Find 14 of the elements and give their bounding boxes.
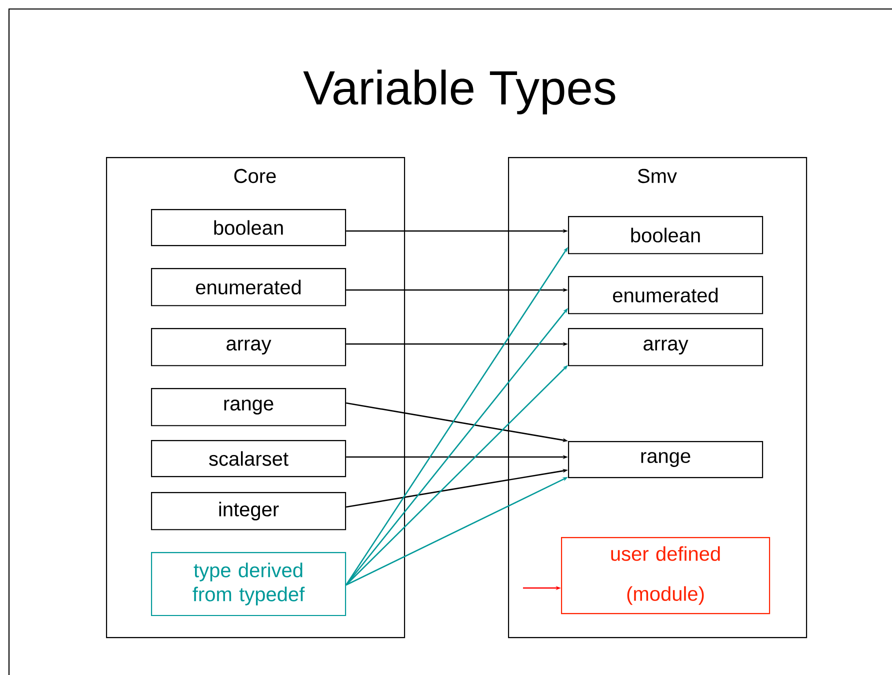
type-box: integer — [151, 492, 346, 530]
type-box: range — [151, 388, 346, 426]
type-box: enumerated — [151, 268, 346, 306]
type-box: array — [151, 328, 346, 366]
title: Variable Types — [303, 70, 616, 114]
type-box: enumerated — [568, 276, 764, 314]
type-box: array — [568, 328, 764, 366]
type-box: user defined (module) — [561, 537, 770, 614]
type-box: scalarset — [151, 440, 346, 478]
type-box: boolean — [568, 216, 764, 254]
type-box: type derived from typedef — [151, 552, 346, 616]
type-box: range — [568, 441, 764, 478]
type-box: boolean — [151, 209, 346, 246]
arrow — [346, 365, 568, 586]
